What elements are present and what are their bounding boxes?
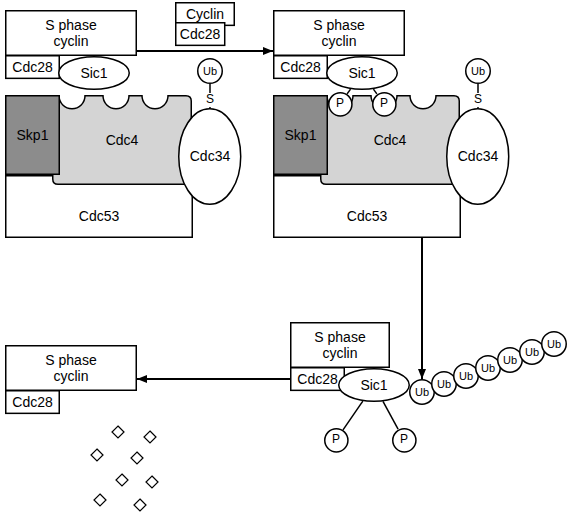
reaction-arrow (137, 378, 290, 380)
bond-line (373, 89, 376, 94)
node-label: Ub (525, 346, 539, 359)
node-label: P (380, 97, 388, 111)
node-label: Cdc53 (347, 208, 387, 224)
degraded-fragment (144, 431, 156, 443)
cyclin-box: S phase cyclin (273, 10, 405, 56)
cdc34-ellipse: Cdc34 (446, 108, 509, 205)
node-label: Ub (547, 338, 561, 351)
cdk-box: Cdc28 (5, 390, 60, 414)
cyclin-box: S phase cyclin (290, 322, 390, 368)
node-label: Ub (437, 378, 451, 391)
node-label: Cdc53 (79, 208, 119, 224)
node-label: Cdc28 (12, 59, 52, 75)
ubiquitin-circle: Ub (541, 331, 567, 357)
node-label: Cdc34 (190, 148, 230, 164)
degraded-fragment (131, 452, 143, 464)
cdc34-ellipse: Cdc34 (178, 108, 241, 205)
node-label: Skp1 (285, 127, 317, 143)
node-label: Cdc28 (180, 26, 220, 42)
node-label: S phase cyclin (309, 329, 371, 361)
node-label: Ub (415, 386, 429, 399)
node-label: S phase cyclin (308, 17, 370, 49)
cyclin-box: S phase cyclin (5, 10, 137, 56)
degraded-fragment (91, 449, 103, 461)
reaction-arrow (421, 238, 423, 379)
node-label: Cdc28 (297, 371, 337, 387)
bond-line (383, 401, 398, 429)
ubiquitin-circle: Ub (197, 58, 223, 84)
edge-label: S (473, 93, 483, 106)
node-label: Cyclin (186, 6, 224, 22)
sic1-ellipse: Sic1 (58, 56, 130, 90)
edge-label: S (205, 93, 215, 106)
node-label: P (400, 433, 408, 447)
cdk-box: Cdc28 (273, 55, 328, 79)
node-label: Cdc28 (12, 394, 52, 410)
degraded-fragment (116, 474, 128, 486)
node-label: Sic1 (80, 65, 107, 81)
phosphate-circle: P (392, 428, 417, 453)
node-label: Cdc28 (280, 59, 320, 75)
node-label: S phase cyclin (40, 352, 102, 384)
node-label: P (336, 97, 344, 111)
sic1-ellipse: Sic1 (326, 56, 398, 90)
cdc4-shape: Cdc4 (52, 95, 192, 185)
ubiquitin-circle: Ub (465, 58, 491, 84)
cdk-box: Cdc28 (175, 22, 225, 46)
node-label: Cdc34 (458, 148, 498, 164)
node-label: S phase cyclin (40, 17, 102, 49)
cyclin-box: S phase cyclin (5, 345, 137, 391)
degraded-fragment (94, 494, 106, 506)
node-label: Ub (503, 354, 517, 367)
degraded-fragment (112, 426, 124, 438)
node-label: Sic1 (348, 65, 375, 81)
reaction-arrow (137, 50, 273, 52)
bond-line (347, 89, 350, 94)
sic1-ellipse: Sic1 (338, 368, 410, 402)
degraded-fragment (134, 499, 146, 511)
phosphate-circle: P (328, 92, 353, 117)
bond-line (343, 401, 363, 430)
node-label: Ub (481, 362, 495, 375)
node-label: Cdc4 (106, 132, 139, 148)
cdk-box: Cdc28 (5, 55, 60, 79)
node-label: Cdc4 (374, 132, 407, 148)
node-label: Skp1 (17, 127, 49, 143)
node-label: Sic1 (360, 377, 387, 393)
node-label: P (332, 433, 340, 447)
phosphate-circle: P (372, 92, 397, 117)
node-label: Ub (459, 370, 473, 383)
node-label: Ub (471, 65, 485, 78)
node-label: Ub (203, 65, 217, 78)
skp1-box: Skp1 (5, 95, 60, 175)
degraded-fragment (146, 476, 158, 488)
phosphate-circle: P (324, 428, 349, 453)
skp1-box: Skp1 (273, 95, 328, 175)
cdk-box: Cdc28 (290, 367, 345, 391)
cyclin-box: Cyclin (175, 2, 235, 26)
